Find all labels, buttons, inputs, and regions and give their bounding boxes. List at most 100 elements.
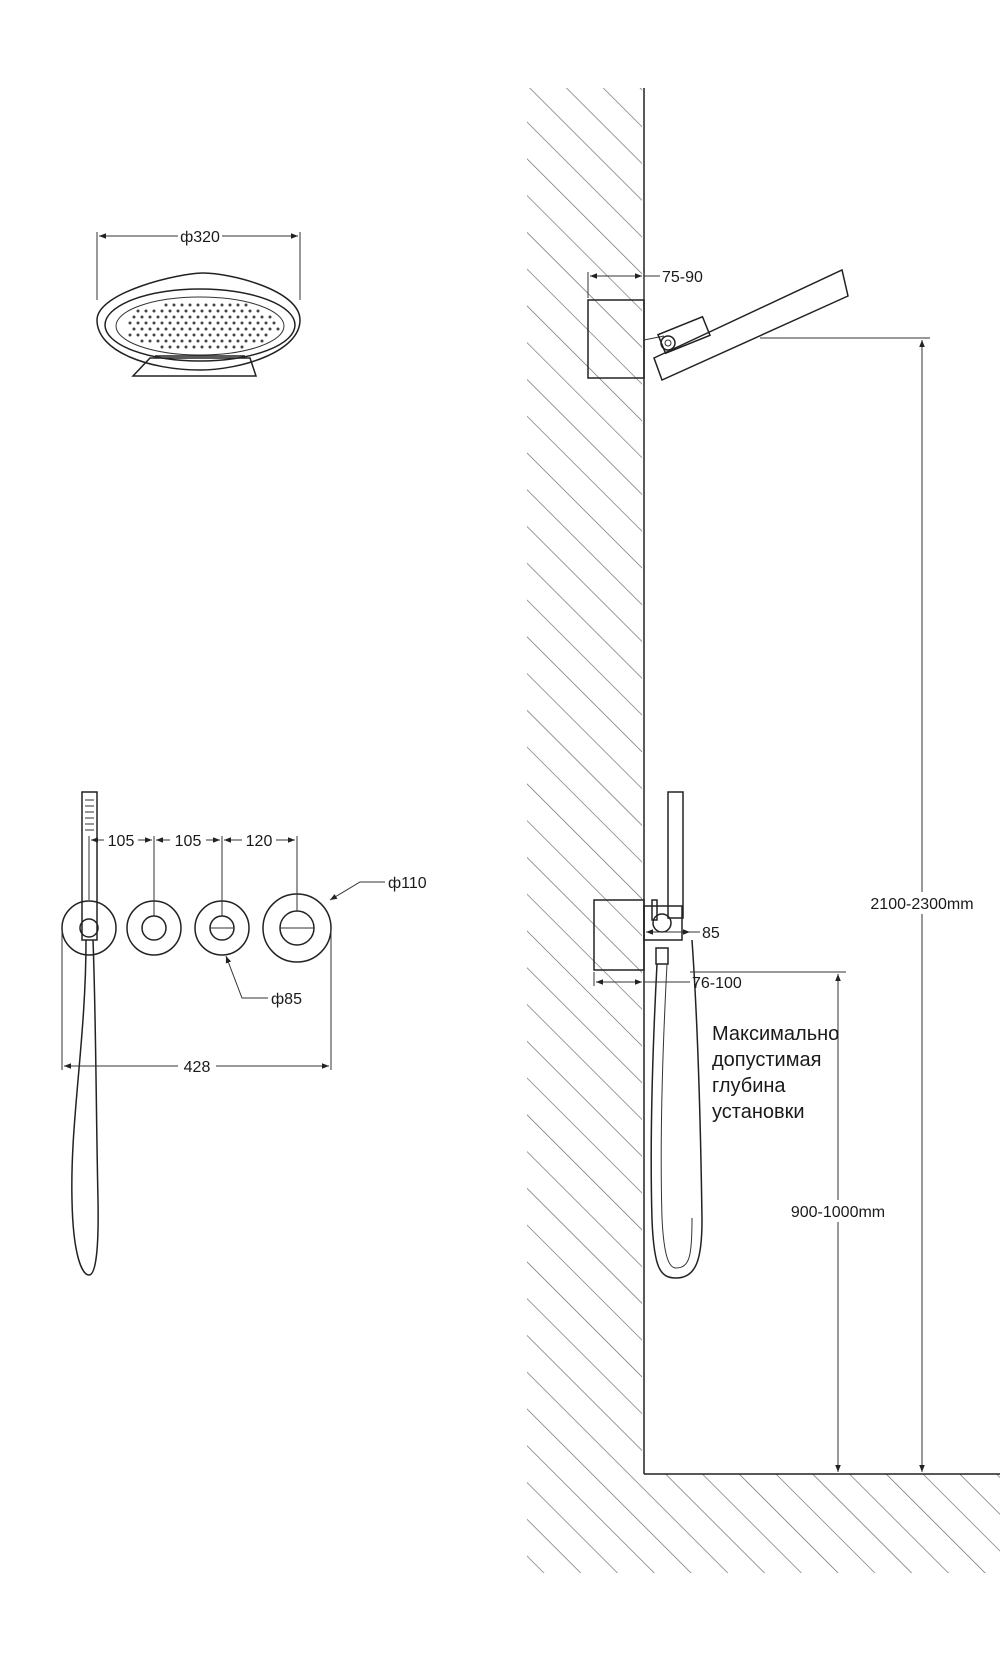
- nozzle-dot: [176, 345, 180, 349]
- nozzle-dot: [276, 327, 280, 331]
- nozzle-dot: [212, 339, 216, 343]
- total-width-label: 428: [184, 1059, 211, 1076]
- nozzle-dot: [232, 321, 236, 325]
- holder-depth-label: 85: [702, 925, 720, 942]
- nozzle-dot: [208, 345, 212, 349]
- nozzle-dot: [172, 315, 176, 319]
- install-depth-note-line-3: глубина: [712, 1075, 786, 1097]
- nozzle-dot: [236, 339, 240, 343]
- nozzle-dot: [260, 327, 264, 331]
- nozzle-dot: [204, 339, 208, 343]
- nozzle-dot: [172, 303, 176, 307]
- nozzle-dot: [168, 345, 172, 349]
- nozzle-dot: [180, 315, 184, 319]
- nozzle-dot: [188, 315, 192, 319]
- nozzle-dot: [160, 333, 164, 337]
- nozzle-dot: [144, 309, 148, 313]
- nozzle-dot: [264, 321, 268, 325]
- nozzle-dot: [132, 315, 136, 319]
- nozzle-dot: [204, 303, 208, 307]
- nozzle-dot: [216, 333, 220, 337]
- nozzle-dot: [164, 315, 168, 319]
- nozzle-dot: [256, 333, 260, 337]
- nozzle-dot: [260, 339, 264, 343]
- nozzle-dot: [200, 345, 204, 349]
- nozzle-dot: [204, 315, 208, 319]
- nozzle-dot: [156, 315, 160, 319]
- nozzle-dot: [172, 339, 176, 343]
- nozzle-dot: [156, 339, 160, 343]
- mixer-panel-view: 105 105 120 ф110 ф85 428: [61, 791, 427, 1276]
- nozzle-dot: [220, 339, 224, 343]
- nozzle-dot: [164, 303, 168, 307]
- nozzle-dot: [228, 339, 232, 343]
- nozzle-dot: [192, 321, 196, 325]
- wall-hatch: [527, 88, 644, 1573]
- nozzle-dot: [244, 327, 248, 331]
- nozzle-dots: [128, 303, 280, 349]
- nozzle-dot: [248, 309, 252, 313]
- nozzle-dot: [136, 309, 140, 313]
- nozzle-dot: [208, 309, 212, 313]
- nozzle-dot: [272, 321, 276, 325]
- mixer-height-label: 900-1000mm: [791, 1204, 885, 1221]
- nozzle-dot: [180, 327, 184, 331]
- nozzle-dot: [220, 327, 224, 331]
- wall-depth-top-label: 75-90: [662, 269, 703, 286]
- nozzle-dot: [192, 345, 196, 349]
- nozzle-dot: [200, 321, 204, 325]
- nozzle-dot: [228, 303, 232, 307]
- nozzle-dot: [236, 327, 240, 331]
- nozzle-dot: [240, 345, 244, 349]
- nozzle-dot: [260, 315, 264, 319]
- nozzle-dot: [240, 333, 244, 337]
- nozzle-dot: [156, 327, 160, 331]
- nozzle-dot: [264, 333, 268, 337]
- wall-depth-bottom-label: 76-100: [692, 975, 742, 992]
- nozzle-dot: [200, 309, 204, 313]
- overhead-shower-side: 75-90 2100-2300mm: [587, 268, 976, 1472]
- spacing-3-label: 120: [246, 833, 273, 850]
- nozzle-dot: [188, 327, 192, 331]
- install-depth-note-line-2: допустимая: [712, 1049, 821, 1071]
- nozzle-dot: [252, 327, 256, 331]
- nozzle-dot: [164, 339, 168, 343]
- nozzle-dot: [204, 327, 208, 331]
- nozzle-dot: [184, 309, 188, 313]
- nozzle-dot: [160, 309, 164, 313]
- nozzle-dot: [128, 333, 132, 337]
- nozzle-dot: [152, 333, 156, 337]
- nozzle-dot: [180, 303, 184, 307]
- nozzle-dot: [220, 315, 224, 319]
- nozzle-dot: [220, 303, 224, 307]
- nozzle-dot: [252, 339, 256, 343]
- install-depth-note-line-1: Максимально: [712, 1023, 839, 1045]
- nozzle-dot: [236, 303, 240, 307]
- nozzle-dot: [196, 303, 200, 307]
- nozzle-dot: [180, 339, 184, 343]
- nozzle-dot: [244, 303, 248, 307]
- nozzle-dot: [148, 327, 152, 331]
- shower-head-view: ф320: [96, 229, 301, 377]
- floor-hatch: [644, 1474, 1000, 1573]
- nozzle-dot: [188, 303, 192, 307]
- nozzle-dot: [160, 345, 164, 349]
- nozzle-dot: [144, 333, 148, 337]
- nozzle-dot: [136, 333, 140, 337]
- nozzle-dot: [268, 327, 272, 331]
- nozzle-dot: [192, 309, 196, 313]
- nozzle-dot: [240, 321, 244, 325]
- nozzle-dot: [176, 333, 180, 337]
- nozzle-dot: [216, 321, 220, 325]
- nozzle-dot: [252, 315, 256, 319]
- nozzle-dot: [168, 309, 172, 313]
- nozzle-dot: [228, 315, 232, 319]
- nozzle-dot: [128, 321, 132, 325]
- nozzle-dot: [148, 315, 152, 319]
- nozzle-dot: [248, 321, 252, 325]
- nozzle-dot: [224, 333, 228, 337]
- nozzle-dot: [244, 339, 248, 343]
- nozzle-dot: [240, 309, 244, 313]
- nozzle-dot: [196, 327, 200, 331]
- nozzle-dot: [216, 309, 220, 313]
